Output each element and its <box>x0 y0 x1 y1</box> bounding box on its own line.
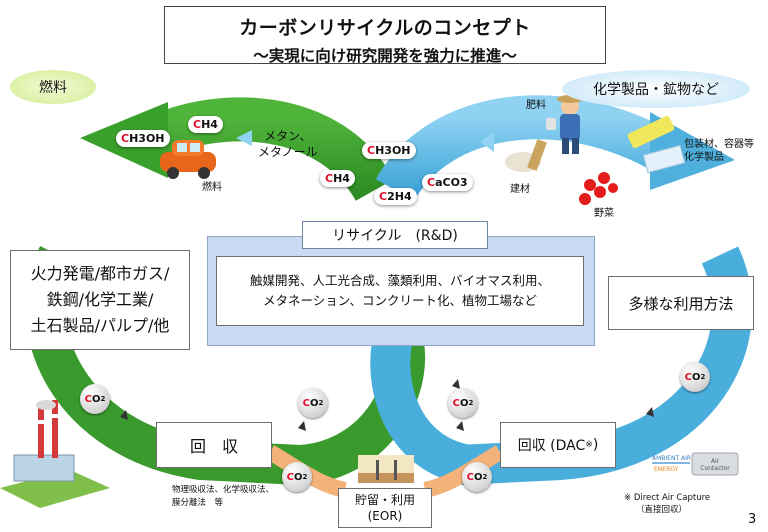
recycle-body: 触媒開発、人工光合成、藻類利用、バイオマス利用、 メタネーション、コンクリート化… <box>216 256 584 326</box>
co2-arrow-dac <box>452 379 460 389</box>
small-arrow-methane <box>236 130 252 146</box>
storage-box: 貯留・利用 (EOR) <box>338 488 432 528</box>
title-box: カーボンリサイクルのコンセプト ～実現に向け研究開発を強力に推進～ <box>164 6 606 65</box>
page-subtitle: ～実現に向け研究開発を強力に推進～ <box>253 47 517 65</box>
storage-line2: (EOR) <box>367 509 403 523</box>
molecule-ch3oh-right: CH3OH <box>362 142 416 159</box>
blue-arrowhead <box>650 112 735 190</box>
sources-line3: 土石製品/パルプ/他 <box>30 316 170 335</box>
chemicals-oval-label: 化学製品・鉱物など <box>593 82 719 98</box>
sources-line1: 火力発電/都市ガス/ <box>30 264 170 283</box>
blue-loop-left <box>370 324 474 485</box>
molecule-ch4-mid: CH4 <box>320 170 355 187</box>
fuel-oval: 燃料 <box>10 70 96 104</box>
uses-box: 多様な利用方法 <box>608 276 754 330</box>
co2-arrow-mid <box>298 421 306 431</box>
dac-mark: ※ <box>585 440 593 450</box>
co2-arrow-far <box>646 407 654 417</box>
green-loop <box>140 97 395 202</box>
recycle-body-line2: メタネーション、コンクリート化、植物工場など <box>262 293 537 308</box>
dac-note-line2: （直接回収） <box>636 505 688 515</box>
dac-device-icon: Air Contactor AMBIENT AIR ENERGY <box>652 452 739 476</box>
fuel-small-label: 燃料 <box>202 182 222 193</box>
molecule-caco3: CaCO3 <box>422 174 473 191</box>
eor-icon <box>358 455 414 483</box>
building-material-icon <box>505 139 547 172</box>
blue-loop <box>375 95 671 202</box>
factory-icon <box>0 400 110 508</box>
co2-arrow-right <box>456 421 464 431</box>
dac-note-line1: ※ Direct Air Capture <box>624 493 711 503</box>
recycle-header-text: リサイクル (R&D) <box>332 228 458 244</box>
packaging-label: 包装材、容器等 化学製品 <box>684 139 754 163</box>
vegetables-label: 野菜 <box>594 208 614 219</box>
molecule-ch3oh-left: CH3OH <box>116 130 170 147</box>
capture-left-box: 回 収 <box>156 422 272 468</box>
capture-right-box: 回収 (DAC※) <box>500 422 616 468</box>
packaging-icon <box>627 116 686 174</box>
molecule-c2h4: C2H4 <box>374 188 417 205</box>
storage-line1: 貯留・利用 <box>354 493 415 507</box>
car-icon <box>160 140 216 179</box>
svg-text:Air: Air <box>711 458 720 465</box>
building-material-label: 建材 <box>510 184 530 195</box>
sources-line2: 鉄鋼/化学工業/ <box>46 290 154 309</box>
orange-arrow-right <box>423 445 505 498</box>
emission-sources-box: 火力発電/都市ガス/ 鉄鋼/化学工業/ 土石製品/パルプ/他 <box>10 250 190 350</box>
fertilizer-label: 肥料 <box>526 100 546 111</box>
co2-arrow-left <box>120 410 128 420</box>
capture-right-text: 回収 (DAC <box>517 438 586 454</box>
capture-note: 物理吸収法、化学吸収法、 膜分離法 等 <box>172 485 275 508</box>
recycle-body-line1: 触媒開発、人工光合成、藻類利用、バイオマス利用、 <box>249 273 550 288</box>
fuel-oval-label: 燃料 <box>39 80 67 96</box>
svg-text:AMBIENT AIR: AMBIENT AIR <box>652 455 691 462</box>
dac-note: ※ Direct Air Capture （直接回収） <box>624 492 710 516</box>
page-title: カーボンリサイクルのコンセプト <box>239 17 531 39</box>
methane-label: メタン、 メタノール <box>258 129 318 159</box>
svg-text:ENERGY: ENERGY <box>654 466 679 473</box>
recycle-header: リサイクル (R&D) <box>302 221 488 249</box>
molecule-ch4-top: CH4 <box>188 116 223 133</box>
vegetables-icon <box>579 172 618 205</box>
page-number: 3 <box>748 512 757 527</box>
small-arrow-fertilizer <box>480 132 494 152</box>
svg-text:Contactor: Contactor <box>700 465 730 472</box>
uses-text: 多様な利用方法 <box>628 294 734 313</box>
capture-left-text: 回 収 <box>189 437 238 456</box>
chemicals-oval: 化学製品・鉱物など <box>562 70 750 108</box>
